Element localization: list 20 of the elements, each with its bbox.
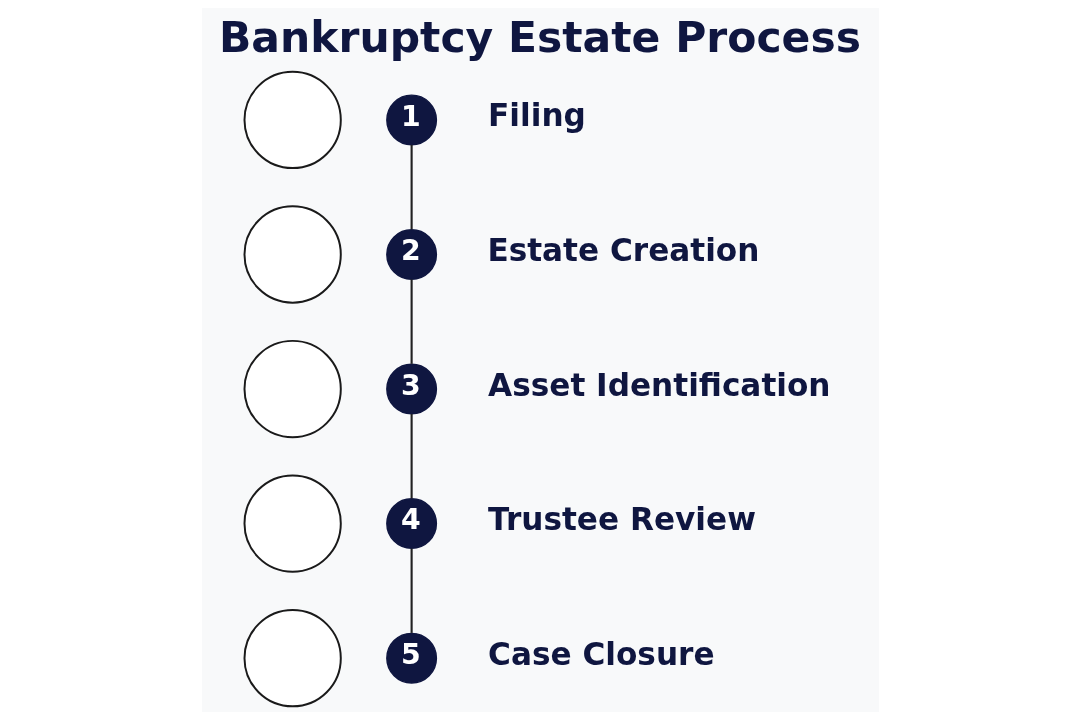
node-label: Filing [487,97,586,134]
node-circle [243,70,342,170]
node-circle [243,339,342,439]
node-circle [243,609,342,708]
connector [410,279,413,364]
node-circle: 5 [385,632,437,684]
diagram-title: Bankruptcy Estate Process [218,12,861,62]
node-label: Case Closure [487,635,715,672]
node-circle [243,474,342,573]
connector [410,144,413,230]
node-circle: 1 [385,94,437,146]
node-circle: 4 [385,498,437,550]
node-label: Asset Identification [487,366,831,403]
node-circle: 3 [385,363,437,415]
node-circle [243,205,342,304]
connector [410,548,413,633]
connector [410,414,413,499]
node-label: Estate Creation [486,232,759,268]
node-label: Trustee Review [487,501,756,538]
node-circle: 2 [385,229,437,280]
